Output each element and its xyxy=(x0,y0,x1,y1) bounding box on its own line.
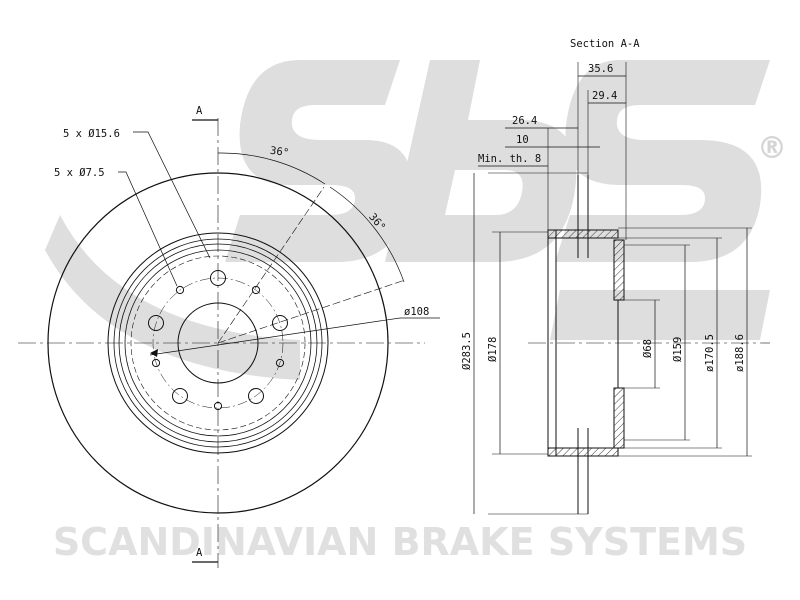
drum-open-edge xyxy=(547,229,557,457)
dim-hat-diameter: Ø159 xyxy=(672,337,684,362)
small-hole xyxy=(275,358,285,368)
section-marker-bottom: A xyxy=(196,547,203,559)
bolt-hole xyxy=(148,315,164,331)
pcd-leader xyxy=(149,317,401,356)
angle-arc-2 xyxy=(329,186,405,283)
small-holes-label: 5 x Ø7.5 xyxy=(54,167,105,179)
dim-hat-depth: 26.4 xyxy=(512,115,537,127)
dim-drum-outer: ø188.6 xyxy=(734,334,746,372)
section-view xyxy=(473,62,770,515)
bolt-hole xyxy=(172,388,188,404)
bolt-hole-leader xyxy=(133,131,211,259)
dim-min-thickness-value: 10 xyxy=(516,134,529,146)
bolt-hole xyxy=(248,388,264,404)
angle-arc-1 xyxy=(217,152,326,185)
angle-ray xyxy=(217,186,325,344)
watermark-slogan: SCANDINAVIAN BRAKE SYSTEMS xyxy=(53,520,747,564)
dim-min-thickness-label: Min. th. 8 xyxy=(478,153,541,165)
drum-wall-top xyxy=(547,229,619,239)
hat-plate-bottom xyxy=(613,387,625,449)
section-title: Section A-A xyxy=(570,38,640,50)
section-view-labels: Section A-A 35.6 29.4 26.4 10 Min. th. 8… xyxy=(461,38,746,372)
front-view xyxy=(18,118,440,568)
small-hole xyxy=(175,285,185,295)
dim-inner-width: 29.4 xyxy=(592,90,617,102)
small-hole xyxy=(251,285,261,295)
dim-center-bore: Ø68 xyxy=(642,339,654,358)
section-marker-top: A xyxy=(196,105,203,117)
hat-plate-top xyxy=(613,239,625,301)
small-hole-leader xyxy=(118,171,178,287)
dim-drum-inner: ø170.5 xyxy=(704,334,716,372)
sbs-watermark-logo xyxy=(45,60,770,380)
registered-mark: ® xyxy=(757,131,787,166)
bolt-hole xyxy=(272,315,288,331)
pcd-label: ø108 xyxy=(404,306,429,318)
dim-outer-diameter: Ø283.5 xyxy=(461,332,473,370)
pcd-arrowhead xyxy=(150,349,158,357)
front-view-labels: A A 5 x Ø15.6 5 x Ø7.5 36° 36° ø108 xyxy=(54,105,429,559)
angle-label-1: 36° xyxy=(269,145,289,160)
drum-wall-bottom xyxy=(547,447,619,457)
bolt-holes-label: 5 x Ø15.6 xyxy=(63,128,120,140)
dim-total-width: 35.6 xyxy=(588,63,613,75)
dim-friction-inner: Ø178 xyxy=(487,337,499,362)
small-hole xyxy=(151,358,161,368)
